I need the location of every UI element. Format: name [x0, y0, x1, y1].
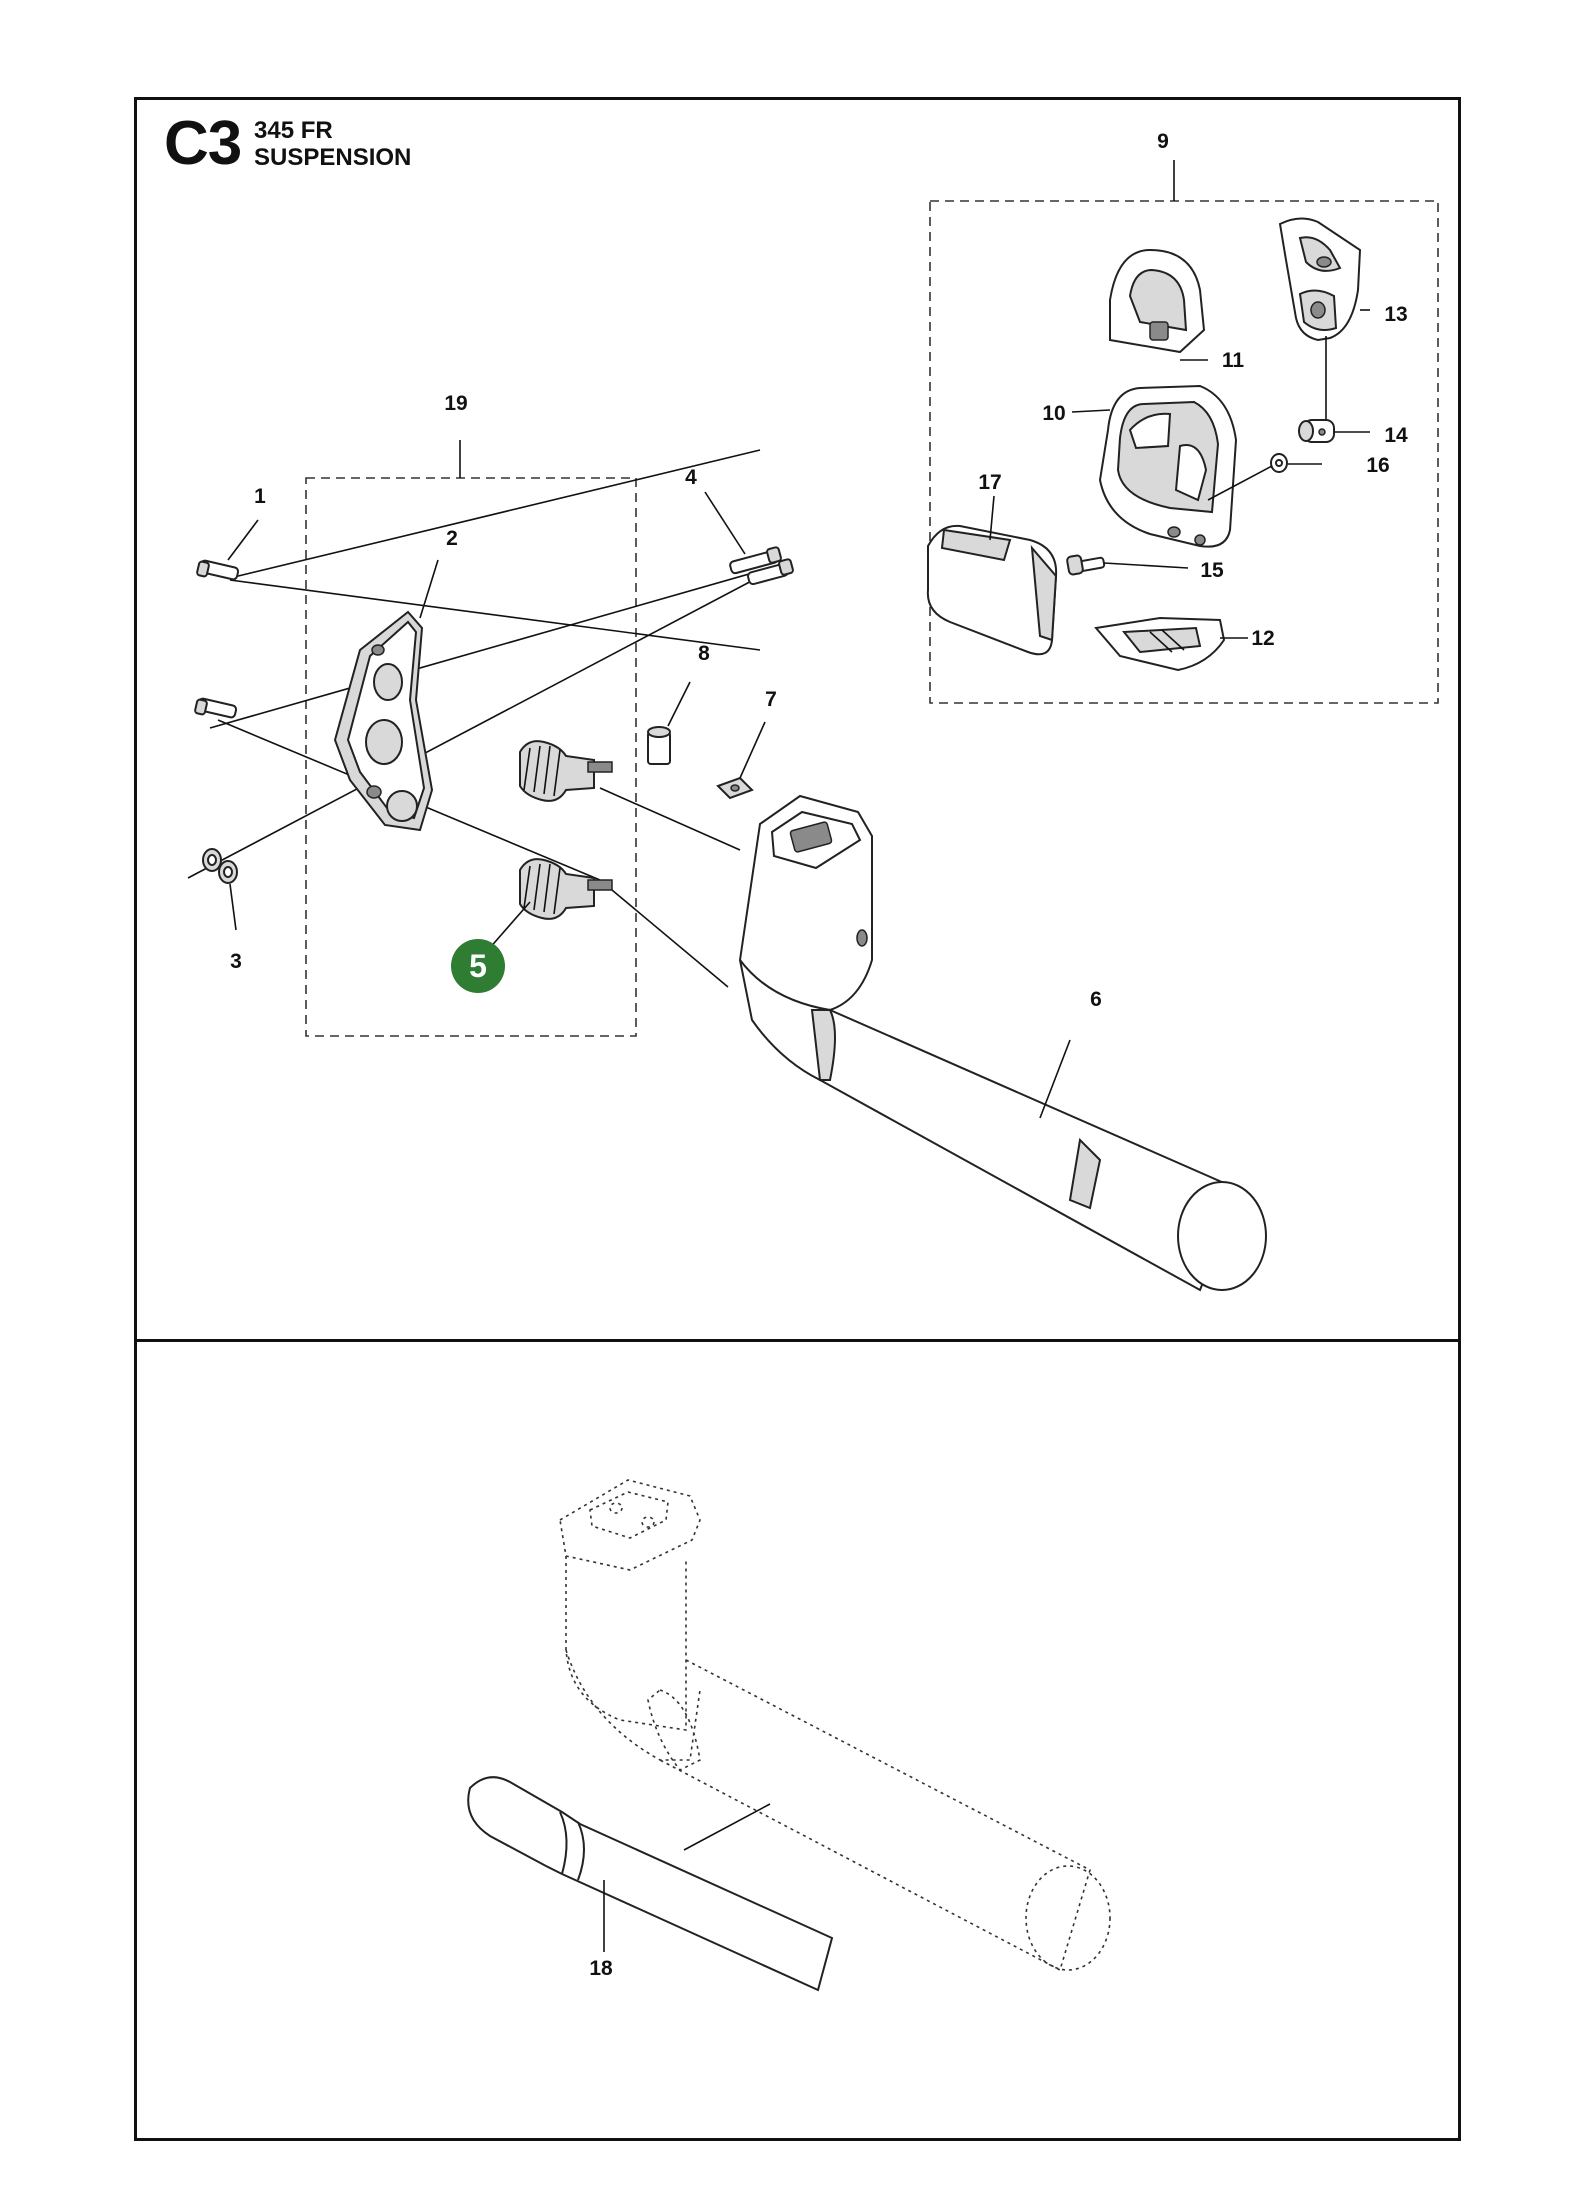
callout-14: 14: [1384, 424, 1408, 447]
callout-1: 1: [254, 485, 266, 508]
callout-15: 15: [1200, 559, 1224, 582]
callout-11: 11: [1222, 349, 1245, 372]
callout-10: 10: [1042, 402, 1065, 425]
bracket-part-2: [333, 610, 434, 832]
callout-6: 6: [1090, 988, 1102, 1011]
sleeve-part-8: [647, 726, 671, 765]
spring-upper: [519, 740, 613, 802]
callout-4: 4: [685, 466, 697, 489]
bolts-part-4: [729, 546, 794, 586]
callout-16: 16: [1366, 454, 1389, 477]
callout-17: 17: [978, 471, 1001, 494]
group-box-9: [929, 200, 1439, 704]
group-box-19: [305, 477, 637, 1037]
grip-part-17: [926, 524, 1058, 656]
callout-5: 5: [469, 948, 487, 984]
callout-18: 18: [589, 1957, 613, 1980]
callout-8: 8: [698, 642, 710, 665]
spring-lower-part-5: [519, 858, 613, 920]
screw-part-15: [1066, 554, 1106, 576]
model-name: 345 FR: [254, 117, 333, 144]
handle-tube-ghost-view: [559, 1479, 1111, 1972]
callout-13: 13: [1384, 303, 1407, 326]
cover-part-11: [1109, 248, 1206, 354]
callout-3: 3: [230, 950, 242, 973]
section-code: C3: [164, 109, 242, 178]
throttle-housing-part-13: [1278, 217, 1362, 342]
trigger-part-12: [1094, 616, 1226, 672]
square-nut-part-7: [716, 776, 754, 800]
pin-part-14: [1298, 419, 1335, 443]
washer-part-16: [1270, 453, 1288, 473]
bolt-lower-left: [194, 697, 238, 719]
callout-9: 9: [1157, 130, 1169, 153]
section-title: SUSPENSION: [254, 144, 412, 171]
grip-part-18: [467, 1776, 834, 1992]
highlight-badge-5: [451, 939, 505, 993]
bottom-diagram-panel: [134, 1339, 1461, 2141]
callout-2: 2: [446, 527, 458, 550]
handle-frame-part-10: [1098, 384, 1238, 548]
handle-tube-part-6: [738, 794, 1267, 1292]
callout-12: 12: [1251, 627, 1274, 650]
callout-19: 19: [444, 392, 467, 415]
bolt-part-1: [196, 559, 240, 581]
nuts-part-3: [202, 848, 238, 884]
callout-7: 7: [765, 688, 777, 711]
